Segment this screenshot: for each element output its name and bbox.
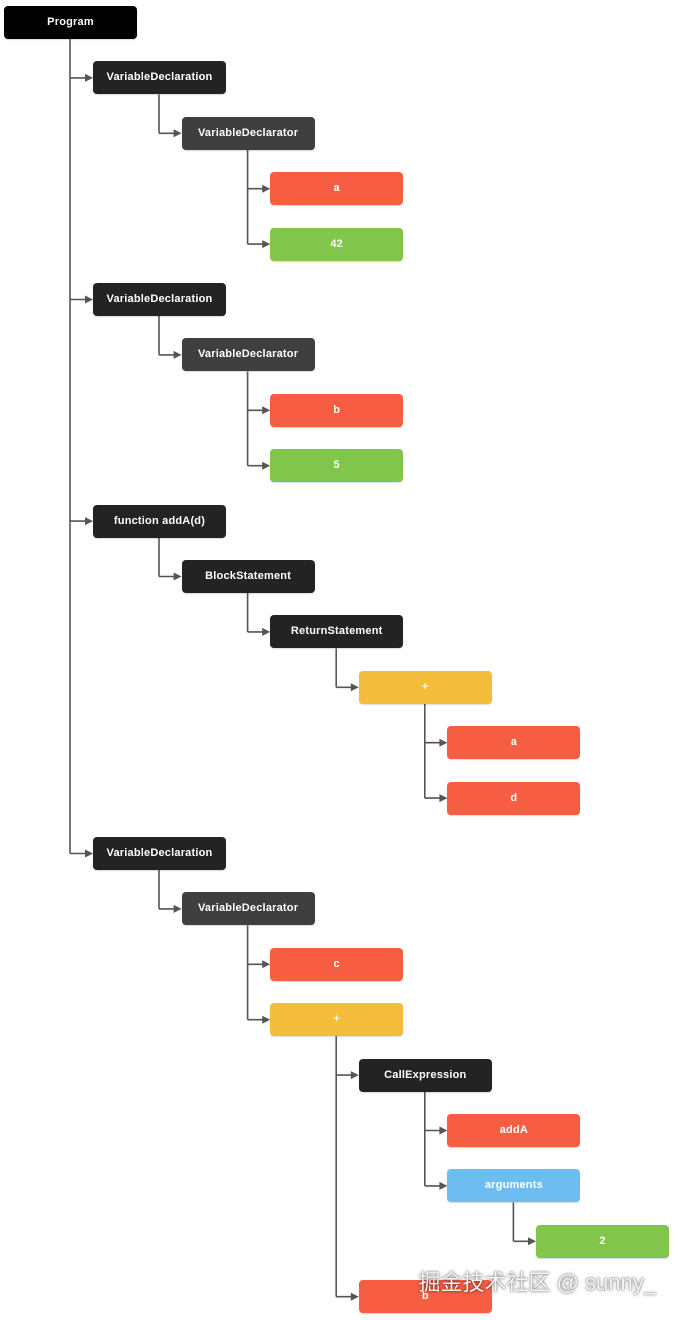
node-declarator-c: VariableDeclarator xyxy=(181,892,315,926)
arrow-head-icon xyxy=(85,517,93,526)
arrow-head-icon xyxy=(528,1237,536,1246)
arrow-head-icon xyxy=(262,184,271,193)
arrow-head-icon xyxy=(85,849,93,858)
node-plus-2: + xyxy=(270,1003,404,1037)
arrow-head-icon xyxy=(439,738,448,747)
watermark: 掘金技术社区 @ sunny_ xyxy=(418,1270,657,1295)
arrow-head-icon xyxy=(439,1126,448,1135)
node-id-c: c xyxy=(270,947,404,981)
arrow-head-icon xyxy=(350,683,359,692)
arrow-head-icon xyxy=(262,240,271,249)
arrow-head-icon xyxy=(262,406,271,415)
arrow-head-icon xyxy=(173,350,182,359)
node-decl-c: VariableDeclaration xyxy=(93,837,226,870)
node-id-a2: a xyxy=(447,726,581,760)
node-program: Program xyxy=(4,6,137,39)
node-lit-5: 5 xyxy=(270,449,404,483)
arrow-head-icon xyxy=(262,461,271,470)
arrow-head-icon xyxy=(262,627,271,636)
node-id-b2: b xyxy=(358,1280,492,1314)
node-block: BlockStatement xyxy=(181,560,315,593)
node-declarator-b: VariableDeclarator xyxy=(181,338,315,372)
arrow-head-icon xyxy=(262,1015,271,1024)
node-declarator-a: VariableDeclarator xyxy=(181,116,315,150)
arrow-head-icon xyxy=(85,295,93,304)
node-id-addA: addA xyxy=(447,1114,581,1147)
arrow-head-icon xyxy=(262,960,271,969)
node-ret: ReturnStatement xyxy=(270,615,404,649)
node-plus-1: + xyxy=(358,670,492,704)
node-call: CallExpression xyxy=(358,1058,492,1092)
arrow-head-icon xyxy=(439,1181,448,1190)
arrow-head-icon xyxy=(173,129,182,138)
arrow-head-icon xyxy=(85,73,93,82)
node-lit-2: 2 xyxy=(536,1224,669,1258)
arrow-head-icon xyxy=(173,572,182,581)
node-decl-b: VariableDeclaration xyxy=(93,283,226,316)
arrow-head-icon xyxy=(439,794,448,803)
node-id-d: d xyxy=(447,781,581,815)
node-lit-42: 42 xyxy=(270,227,404,261)
node-decl-a: VariableDeclaration xyxy=(93,61,226,95)
node-args: arguments xyxy=(447,1169,581,1203)
node-id-b: b xyxy=(270,393,404,427)
arrow-head-icon xyxy=(350,1071,359,1080)
arrow-head-icon xyxy=(173,904,182,913)
node-id-a: a xyxy=(270,172,404,206)
node-func-addA: function addA(d) xyxy=(93,504,226,538)
arrow-head-icon xyxy=(350,1292,359,1301)
